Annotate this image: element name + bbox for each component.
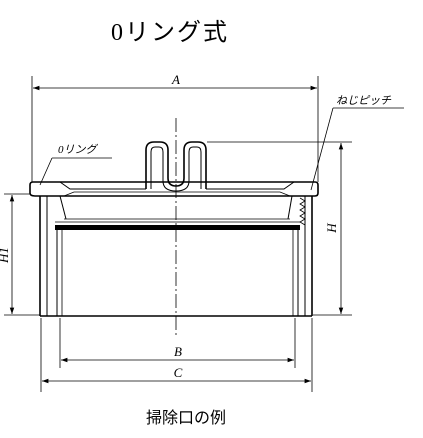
- dimension-h1-label: H1: [0, 247, 11, 264]
- thread-pitch-label: ねじピッチ: [336, 95, 392, 107]
- plug-taper-left: [59, 195, 67, 220]
- plug-body: [29, 141, 319, 317]
- dimension-a-label: A: [171, 72, 180, 87]
- dimension-c-label: C: [174, 365, 183, 380]
- dimension-c: C: [40, 318, 313, 392]
- dimension-b-label: B: [174, 344, 182, 359]
- flange-outline: [29, 181, 319, 197]
- thread-profile: [299, 197, 306, 226]
- diagram-title: 0リング式: [111, 19, 229, 46]
- cap-inner-line: [63, 191, 291, 197]
- gasket-band: [55, 225, 300, 230]
- thread-pitch-leader: [310, 107, 334, 191]
- dimension-h-label: H: [324, 223, 339, 234]
- cap-top: [59, 181, 295, 190]
- o-ring-leader: [39, 157, 53, 186]
- dimension-h1: H1: [0, 193, 40, 316]
- socket-boss-outer: [145, 141, 207, 189]
- plug-taper-right: [287, 195, 293, 220]
- dimension-b: B: [59, 318, 296, 368]
- socket-boss-inner: [150, 146, 202, 192]
- dimension-h: H: [207, 141, 352, 316]
- figure-caption: 掃除口の例: [146, 409, 226, 427]
- o-ring-label: 0リング: [58, 143, 98, 156]
- dimension-a: A: [31, 72, 319, 182]
- o-ring-callout: 0リング: [39, 143, 112, 186]
- thread-pitch-callout: ねじピッチ: [310, 95, 404, 191]
